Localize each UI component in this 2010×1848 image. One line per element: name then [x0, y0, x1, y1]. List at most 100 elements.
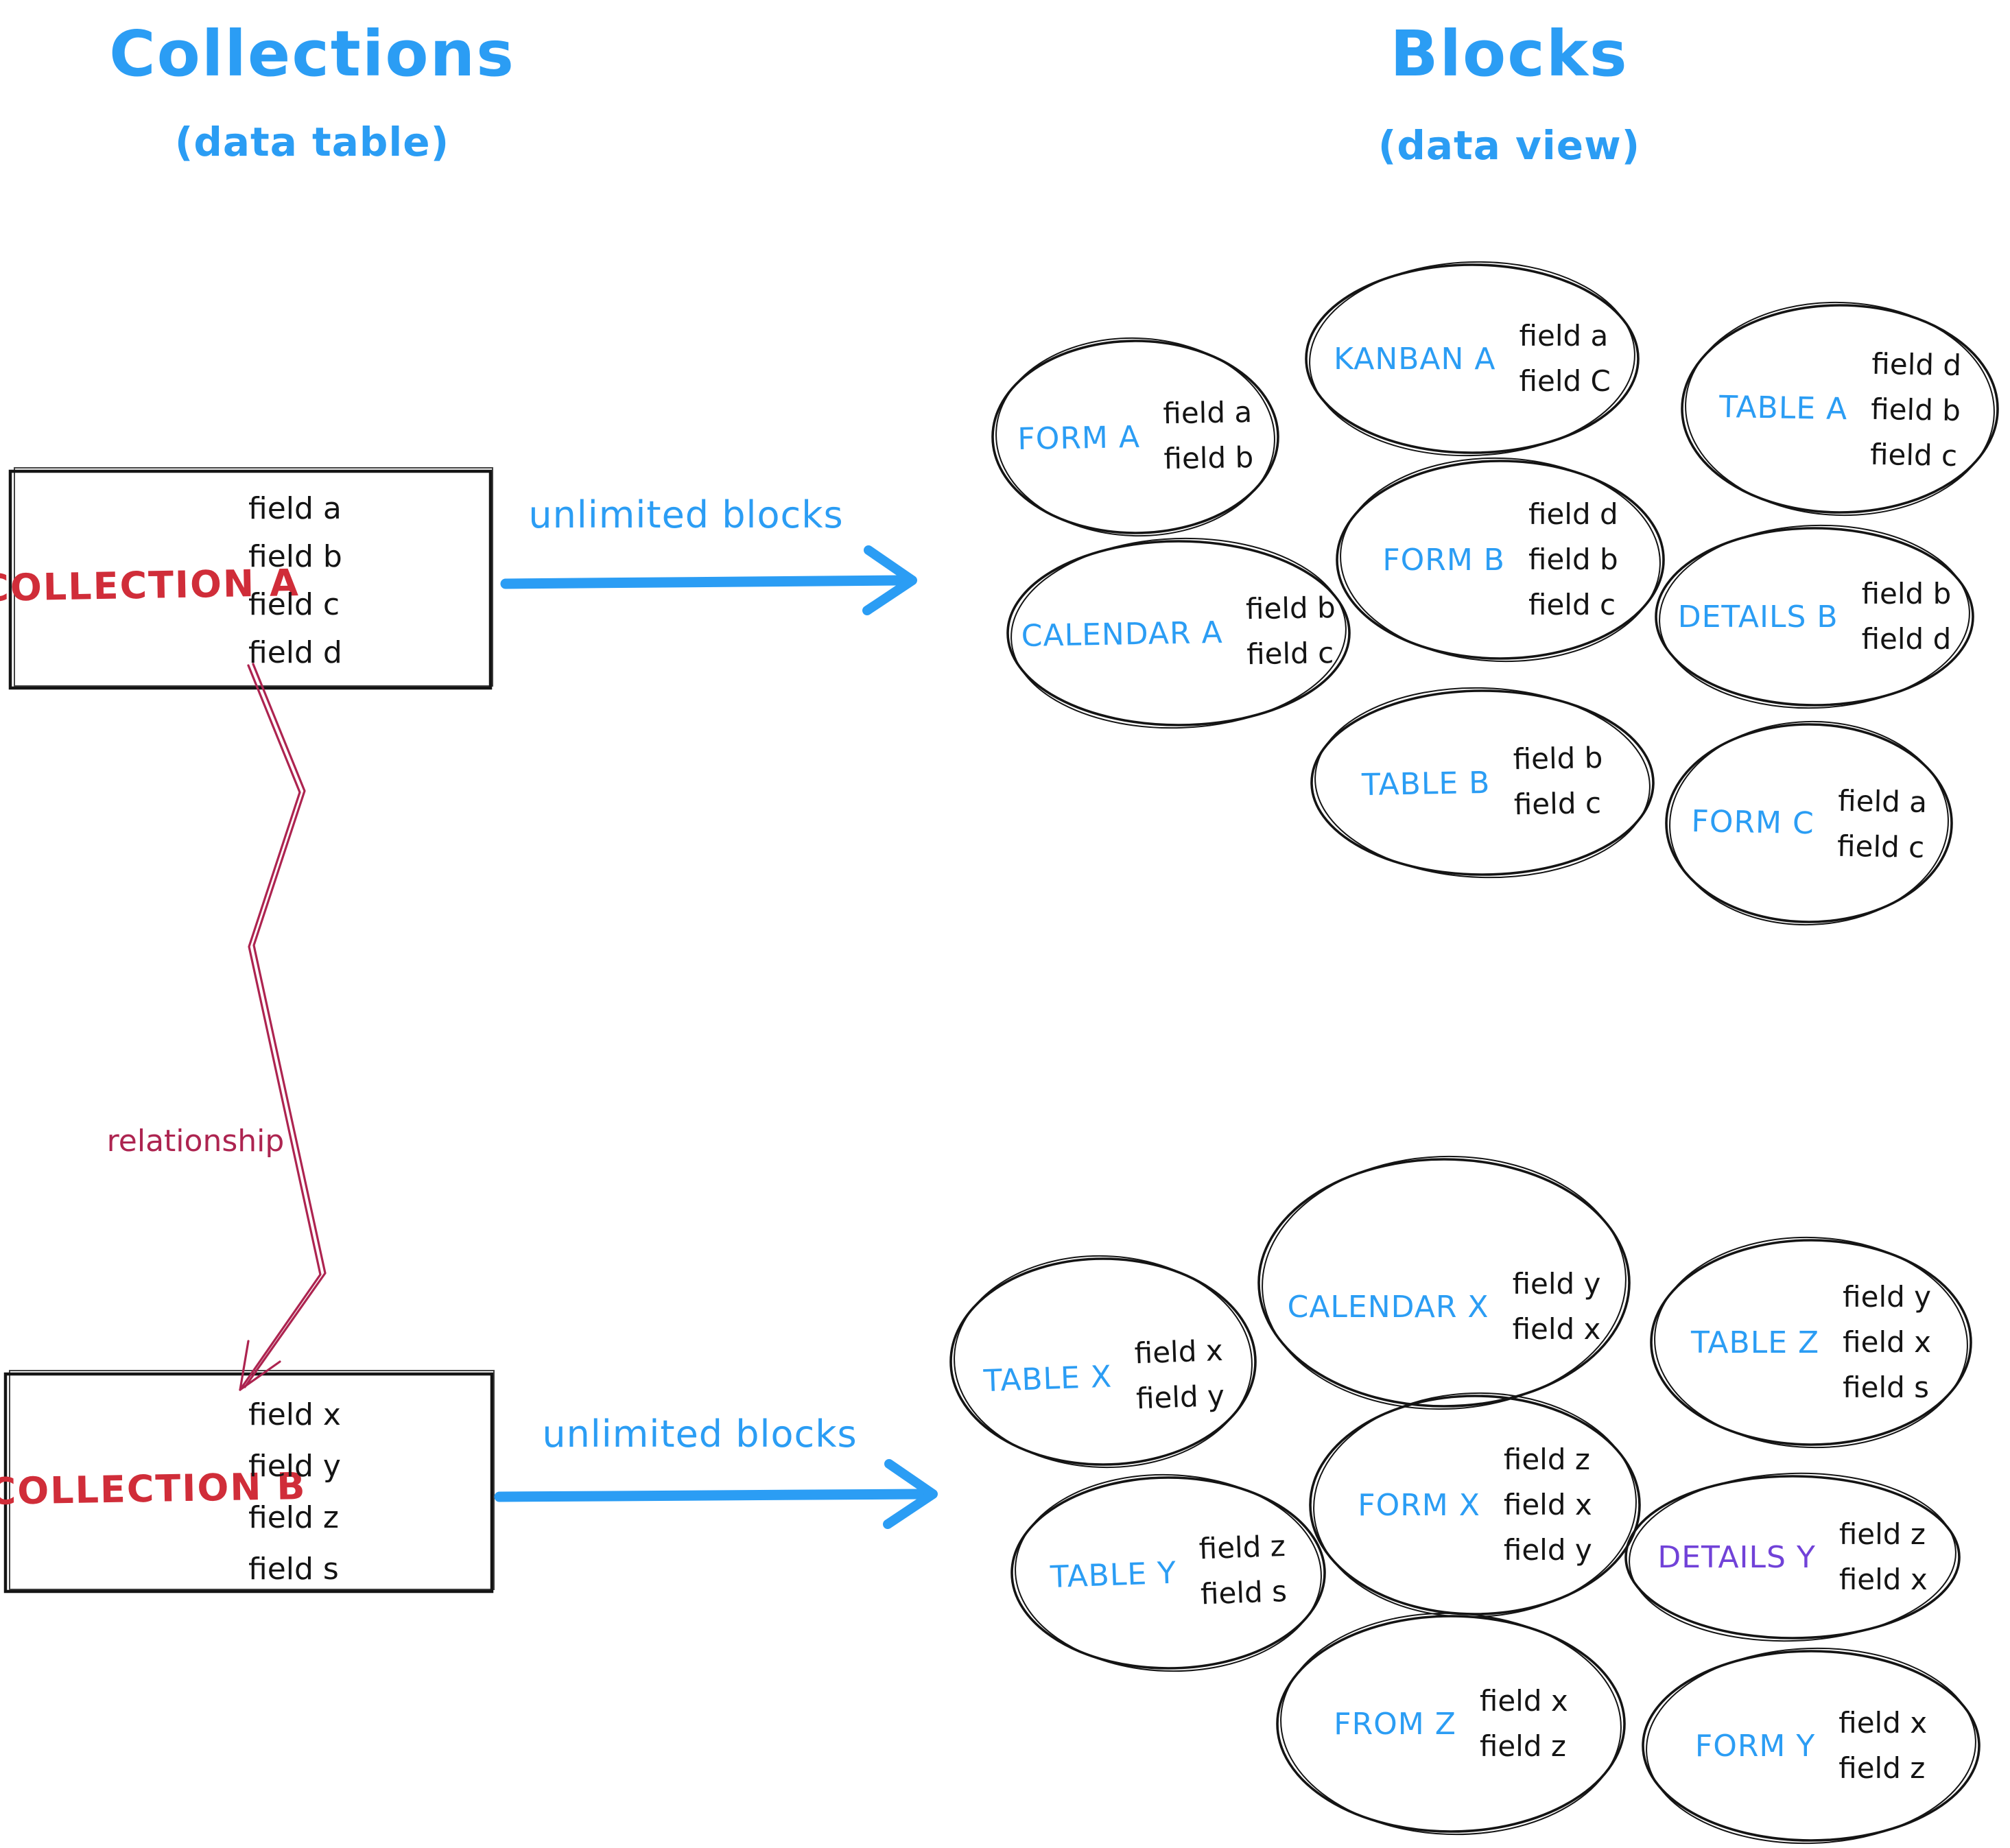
field: field c — [1513, 785, 1602, 822]
block-fields: field z field s — [1198, 1524, 1288, 1617]
field: field c — [1869, 437, 1958, 473]
field: field z — [1503, 1443, 1590, 1476]
field: field y — [248, 1449, 341, 1484]
field: field b — [248, 539, 342, 574]
field: field d — [248, 635, 342, 670]
field: field a — [248, 491, 342, 526]
field: field a — [1837, 783, 1928, 819]
block-label: FORM X — [1358, 1487, 1480, 1523]
relationship-label: relationship — [106, 1123, 285, 1159]
block-form-c: FORM C field a field c — [1665, 722, 1954, 924]
field: field x — [1843, 1325, 1932, 1359]
relationship-arrowhead — [239, 1340, 250, 1391]
field: field d — [1528, 497, 1618, 531]
field: field b — [1245, 591, 1336, 626]
block-label: TABLE B — [1361, 765, 1491, 803]
field: field s — [1843, 1371, 1930, 1404]
field: field a — [1519, 319, 1609, 353]
field: field s — [1200, 1574, 1288, 1611]
block-table-x: TABLE X field x field y — [947, 1253, 1259, 1469]
block-fields: field d field b field c — [1528, 492, 1618, 628]
field: field z — [248, 1500, 340, 1535]
collections-title: Collections — [109, 16, 515, 91]
field: field x — [248, 1397, 341, 1432]
collection-b-box — [3, 1370, 495, 1594]
field: field y — [1135, 1378, 1225, 1415]
block-label: FROM Z — [1334, 1706, 1456, 1742]
collection-b-title: COLLECTION B — [0, 1464, 307, 1513]
field: field z — [1479, 1729, 1566, 1763]
block-fields: field b field c — [1513, 735, 1604, 827]
block-fields: field x field y — [1134, 1327, 1225, 1421]
field: field c — [1528, 588, 1616, 621]
block-fields: field z field x field y — [1504, 1437, 1592, 1573]
block-form-a: FORM A field a field b — [991, 338, 1280, 535]
block-fields: field x field z — [1480, 1679, 1568, 1769]
field: field z — [1838, 1751, 1926, 1785]
field: field x — [1838, 1706, 1928, 1740]
field: field b — [1528, 543, 1618, 576]
block-fields: field y field x field s — [1843, 1275, 1931, 1410]
block-label: FORM A — [1017, 419, 1141, 457]
collection-a-title: COLLECTION A — [0, 560, 300, 610]
block-label: CALENDAR A — [1021, 615, 1224, 654]
block-fields: field y field x — [1513, 1261, 1601, 1352]
block-label: DETAILS B — [1677, 599, 1838, 635]
block-table-a: TABLE A field d field b field c — [1680, 303, 1999, 515]
field: field b — [1513, 740, 1603, 777]
blocks-subtitle: (data view) — [1378, 122, 1641, 169]
block-fields: field z field x — [1839, 1512, 1928, 1602]
block-label: TABLE Y — [1050, 1555, 1177, 1595]
block-calendar-a: CALENDAR A field b field c — [1006, 538, 1351, 728]
block-fields: field a field c — [1837, 779, 1928, 870]
field: field b — [1163, 440, 1254, 476]
block-label: CALENDAR X — [1287, 1289, 1489, 1325]
relationship-line — [239, 663, 327, 1391]
field: field b — [1861, 577, 1952, 611]
field: field a — [1162, 395, 1253, 431]
block-form-b: FORM B field d field b field c — [1337, 461, 1664, 659]
field: field s — [248, 1552, 339, 1587]
field: field d — [1861, 622, 1952, 656]
block-table-z: TABLE Z field y field x field s — [1651, 1240, 1971, 1445]
block-label: TABLE Z — [1690, 1325, 1820, 1360]
block-fields: field a field C — [1520, 313, 1611, 404]
cluster-a-ellipses — [991, 261, 1999, 926]
block-from-z: FROM Z field x field z — [1277, 1616, 1624, 1832]
block-label: KANBAN A — [1334, 341, 1496, 377]
field: field x — [1133, 1333, 1224, 1370]
block-calendar-x: CALENDAR X field y field x — [1259, 1159, 1629, 1406]
field: field d — [1871, 346, 1962, 383]
block-label: TABLE A — [1718, 389, 1848, 427]
unlimited-blocks-arrow-b — [494, 1459, 938, 1529]
cluster-b-ellipses — [949, 1155, 1981, 1845]
block-fields: field b field d — [1862, 571, 1952, 662]
collection-a-box — [8, 467, 493, 690]
block-details-y: DETAILS Y field z field x — [1626, 1476, 1959, 1638]
block-fields: field x field z — [1838, 1701, 1927, 1791]
block-label: DETAILS Y — [1657, 1539, 1816, 1575]
unlimited-blocks-arrow-a — [500, 545, 917, 615]
field: field C — [1519, 364, 1611, 398]
field: field z — [1198, 1529, 1286, 1566]
block-fields: field a field b — [1163, 390, 1254, 482]
arrow-a-label: unlimited blocks — [528, 493, 844, 536]
field: field x — [1503, 1488, 1592, 1521]
field: field x — [1838, 1563, 1928, 1596]
block-label: FORM Y — [1694, 1728, 1816, 1764]
block-fields: field b field c — [1245, 585, 1336, 677]
field: field y — [1843, 1280, 1932, 1314]
block-form-y: FORM Y field x field z — [1643, 1651, 1979, 1840]
block-table-b: TABLE B field b field c — [1310, 688, 1655, 878]
block-label: TABLE X — [982, 1359, 1113, 1399]
collection-b-fields: field x field y field z field s — [248, 1389, 341, 1595]
blocks-title: Blocks — [1390, 16, 1629, 91]
field: field c — [248, 587, 340, 622]
collections-subtitle: (data table) — [174, 119, 450, 165]
block-label: FORM C — [1691, 803, 1815, 841]
block-fields: field d field b field c — [1870, 342, 1962, 479]
field: field x — [1479, 1684, 1568, 1718]
field: field y — [1512, 1267, 1601, 1301]
